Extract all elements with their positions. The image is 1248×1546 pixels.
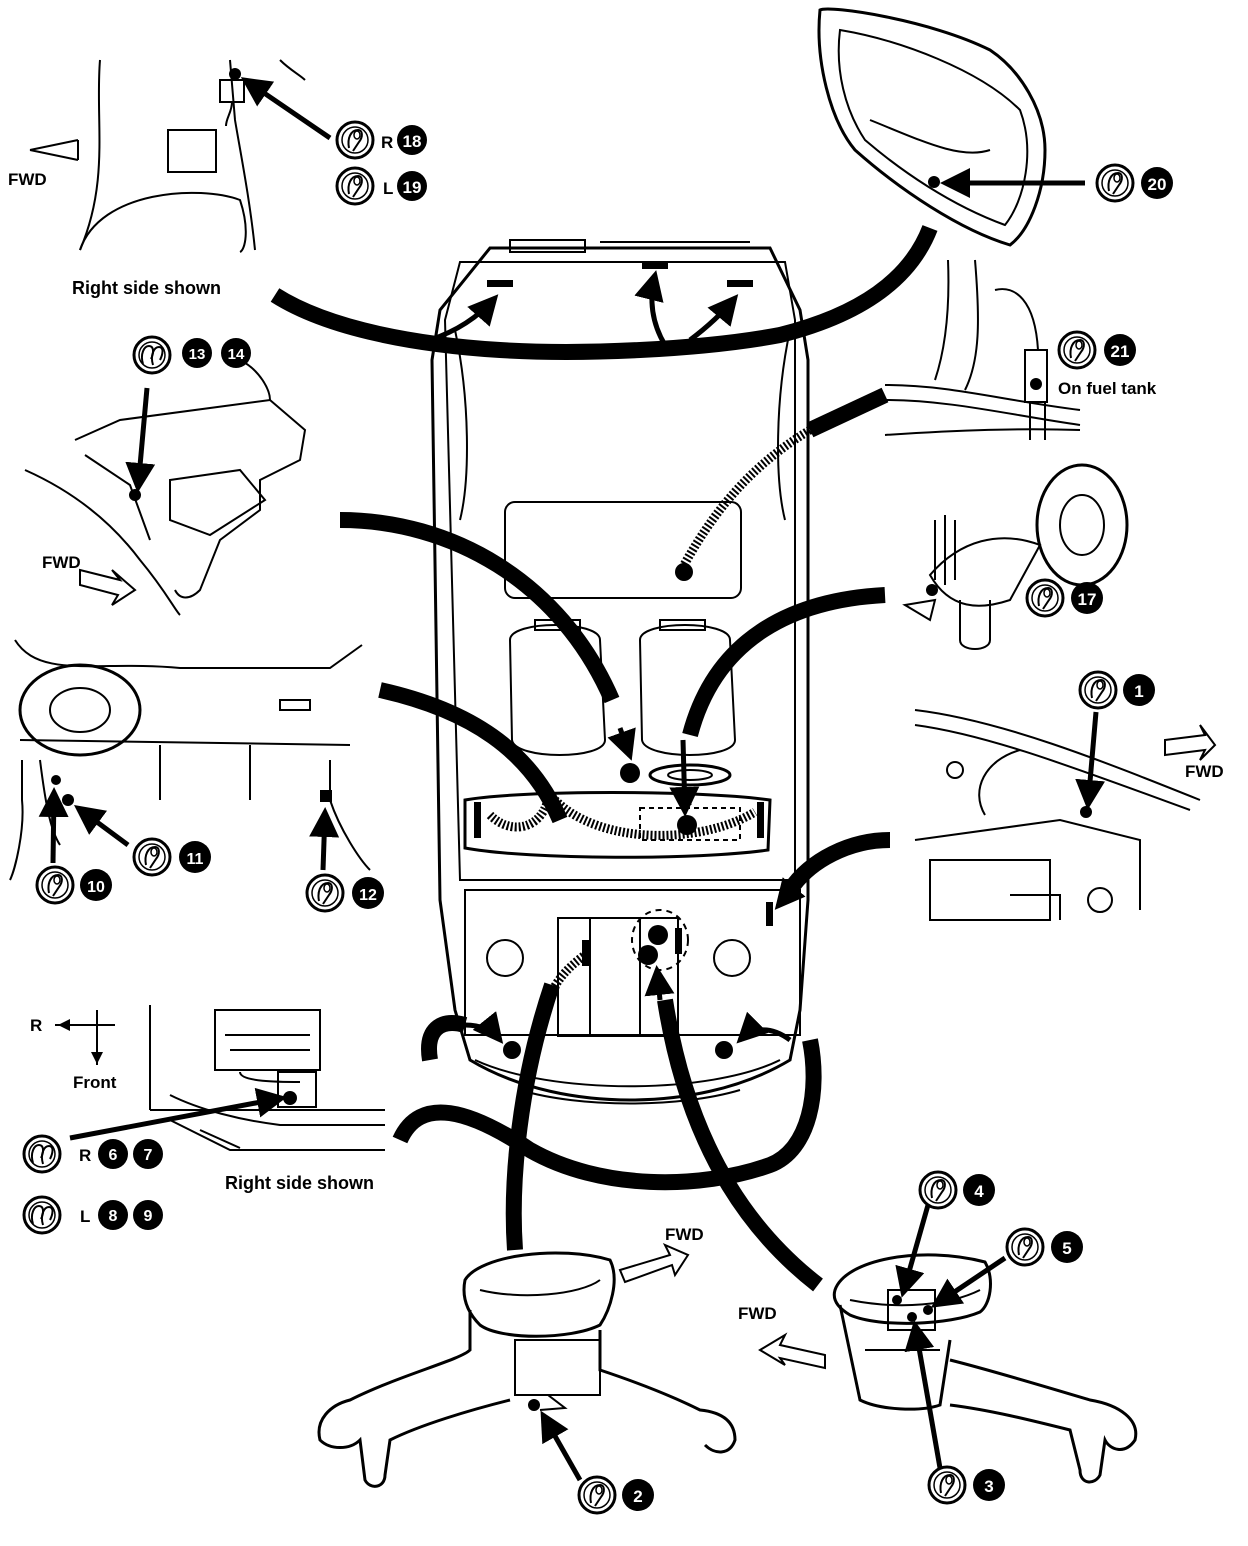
fwd-label: FWD bbox=[8, 170, 47, 189]
detail-view-engine-1: FWD bbox=[914, 709, 1224, 921]
connector-number: 14 bbox=[228, 346, 245, 363]
connector-number: 1 bbox=[1134, 682, 1143, 701]
connector-number: 21 bbox=[1111, 342, 1130, 361]
connector-number: 10 bbox=[87, 879, 105, 896]
connector-number-8: 8 bbox=[109, 1208, 118, 1225]
connector-callout-3: 3 bbox=[927, 1465, 1005, 1505]
right-side-shown-label: Right side shown bbox=[225, 1173, 374, 1193]
detail-view-18-19: FWD Right side shown bbox=[8, 59, 332, 298]
connector-number: 11 bbox=[187, 851, 204, 868]
connector-callout-5: 5 bbox=[1005, 1227, 1083, 1267]
side-label: R bbox=[381, 133, 393, 152]
on-fuel-tank-label: On fuel tank bbox=[1058, 379, 1157, 398]
body-connector-marks bbox=[474, 262, 773, 1059]
connector-callout-18: R 18 bbox=[335, 120, 427, 160]
detail-view-axle-3-4-5: FWD bbox=[738, 1204, 1138, 1484]
connector-callout-4: 4 bbox=[918, 1170, 995, 1210]
connector-number: 13 bbox=[189, 346, 206, 363]
connector-callout-1: 1 bbox=[1078, 670, 1155, 710]
side-label: R bbox=[79, 1146, 91, 1165]
detail-view-fuel-tank-21: On fuel tank bbox=[884, 259, 1157, 440]
connector-number: 18 bbox=[403, 132, 422, 151]
front-axis-label: Front bbox=[73, 1073, 117, 1092]
detail-view-steering-17 bbox=[902, 463, 1129, 650]
harness-routes-hidden bbox=[486, 426, 813, 993]
connector-number: 4 bbox=[974, 1182, 984, 1201]
connector-callout-20: 20 bbox=[1095, 163, 1173, 203]
detail-view-axle-2: FWD bbox=[317, 1225, 737, 1488]
connector-number: 12 bbox=[359, 887, 377, 904]
connector-callout-8-9: L 8 9 bbox=[22, 1195, 163, 1235]
connector-number: 20 bbox=[1148, 175, 1167, 194]
r-axis-label: R bbox=[30, 1016, 42, 1035]
connector-callout-2: 2 bbox=[577, 1475, 654, 1515]
side-label: L bbox=[80, 1207, 90, 1226]
connector-number-6: 6 bbox=[109, 1147, 118, 1164]
detail-view-instrument-panel-10-11-12 bbox=[9, 639, 371, 881]
connector-callout-17: 17 bbox=[1025, 578, 1103, 618]
fwd-label: FWD bbox=[1185, 762, 1224, 781]
connector-number-9: 9 bbox=[144, 1208, 153, 1225]
connector-number: 17 bbox=[1078, 590, 1097, 609]
detail-view-console-13-14: FWD bbox=[24, 359, 307, 616]
connector-number: 5 bbox=[1062, 1239, 1071, 1258]
connector-callout-6-7: R 6 7 bbox=[22, 1134, 163, 1174]
fwd-label: FWD bbox=[42, 553, 81, 572]
connector-callout-19: L 19 bbox=[335, 166, 427, 206]
fwd-label: FWD bbox=[665, 1225, 704, 1244]
fwd-label: FWD bbox=[738, 1304, 777, 1323]
connector-number-7: 7 bbox=[144, 1147, 153, 1164]
connector-number: 2 bbox=[633, 1487, 642, 1506]
callout-leaders bbox=[270, 224, 938, 1292]
side-label: L bbox=[383, 179, 393, 198]
connector-callout-11: 11 bbox=[132, 837, 211, 877]
car-body-outline bbox=[430, 239, 810, 1105]
connector-number: 19 bbox=[403, 178, 422, 197]
detail-view-tailgate-20 bbox=[817, 7, 1085, 247]
right-side-shown-label: Right side shown bbox=[72, 278, 221, 298]
connector-callout-14: 14 bbox=[221, 338, 251, 368]
connector-callout-10: 10 bbox=[35, 865, 112, 905]
connector-number: 3 bbox=[984, 1477, 993, 1496]
connector-callout-12: 12 bbox=[305, 873, 384, 913]
connector-callout-21: 21 bbox=[1057, 330, 1136, 370]
connector-callout-13: 13 bbox=[132, 335, 212, 375]
detail-view-wheelhouse-6-9: R Front Right side shown bbox=[30, 1005, 385, 1193]
